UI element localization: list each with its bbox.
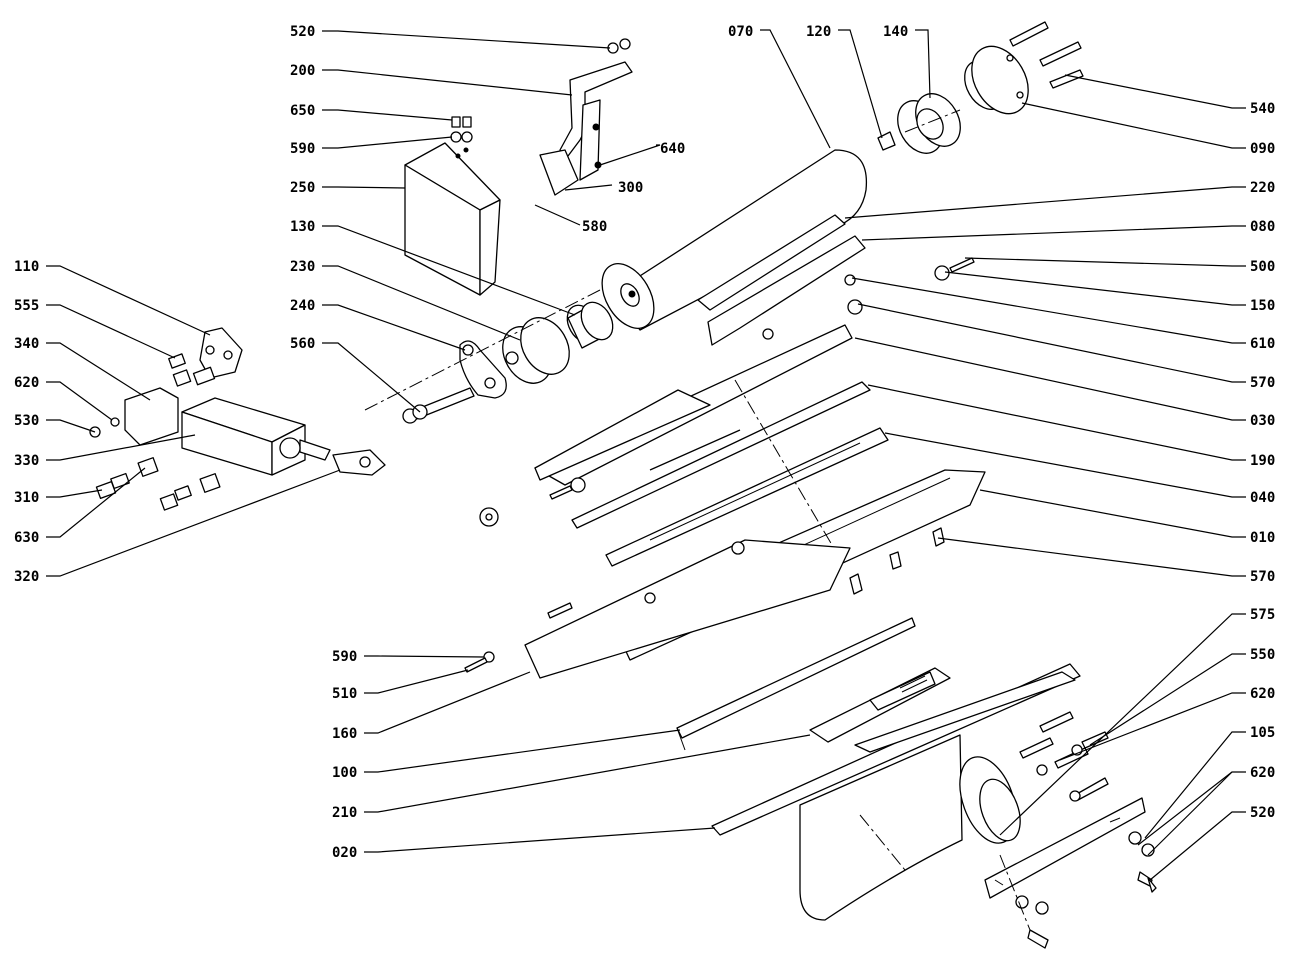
- callout-310: 310: [14, 490, 39, 506]
- bolts-540: [1009, 21, 1084, 89]
- hub-230: [502, 317, 570, 384]
- cover-box-250: [404, 142, 501, 296]
- callout-210: 210: [332, 805, 357, 821]
- callout-110: 110: [14, 259, 39, 275]
- plate-030: [534, 324, 853, 500]
- parts-artwork: [89, 21, 1157, 949]
- callout-190: 190: [1250, 453, 1275, 469]
- callout-250: 250: [290, 180, 315, 196]
- callout-620-right-b: 620: [1250, 765, 1275, 781]
- callout-120: 120: [806, 24, 831, 40]
- callout-030: 030: [1250, 413, 1275, 429]
- callout-630: 630: [14, 530, 39, 546]
- callout-130: 130: [290, 219, 315, 235]
- chute-020: [711, 663, 1081, 921]
- callout-150: 150: [1250, 298, 1275, 314]
- bolts-lower: [1015, 831, 1157, 949]
- bolts-575-550: [1019, 711, 1109, 802]
- washers-150-610: [762, 257, 975, 340]
- bracket-110: [199, 327, 243, 379]
- clevis-320: [332, 449, 386, 476]
- callout-320: 320: [14, 569, 39, 585]
- bracket-200: [539, 38, 633, 196]
- callout-570-b: 570: [1250, 569, 1275, 585]
- leader-lines: [46, 29, 1246, 881]
- callout-540: 540: [1250, 101, 1275, 117]
- callout-590-bottom: 590: [332, 649, 357, 665]
- callout-040: 040: [1250, 490, 1275, 506]
- callout-610: 610: [1250, 336, 1275, 352]
- callout-105: 105: [1250, 725, 1275, 741]
- callout-200: 200: [290, 63, 315, 79]
- centerline-5: [904, 109, 961, 133]
- callout-640: 640: [660, 141, 685, 157]
- callout-500: 500: [1250, 259, 1275, 275]
- callout-570-a: 570: [1250, 375, 1275, 391]
- callout-590-top: 590: [290, 141, 315, 157]
- callout-520-top: 520: [290, 24, 315, 40]
- nuts-650-590: [450, 116, 473, 143]
- bolts-570: [849, 527, 945, 595]
- callout-620-left: 620: [14, 375, 39, 391]
- callout-580: 580: [582, 219, 607, 235]
- callout-070: 070: [728, 24, 753, 40]
- callout-010: 010: [1250, 530, 1275, 546]
- bearing-130: [566, 301, 614, 349]
- bolt-560: [402, 387, 475, 424]
- callout-300: 300: [618, 180, 643, 196]
- shaft-120-140: [877, 93, 961, 154]
- callout-560: 560: [290, 336, 315, 352]
- callout-020: 020: [332, 845, 357, 861]
- centerline-4: [999, 854, 1031, 931]
- callout-230: 230: [290, 259, 315, 275]
- callout-510: 510: [332, 686, 357, 702]
- callout-140: 140: [883, 24, 908, 40]
- plate-160: [524, 539, 851, 679]
- callout-100: 100: [332, 765, 357, 781]
- fittings: [89, 353, 221, 511]
- cylinder-330: [124, 387, 331, 476]
- plate-190: [571, 381, 871, 529]
- callout-520-bottom: 520: [1250, 805, 1275, 821]
- callout-340: 340: [14, 336, 39, 352]
- callout-555: 555: [14, 298, 39, 314]
- tray-210: [809, 667, 951, 743]
- centerline-3: [859, 814, 906, 871]
- callout-530: 530: [14, 413, 39, 429]
- plate-220-080: [697, 214, 866, 346]
- sheet-100: [676, 617, 916, 751]
- callout-090: 090: [1250, 141, 1275, 157]
- callout-240: 240: [290, 298, 315, 314]
- callout-220: 220: [1250, 180, 1275, 196]
- callout-550: 550: [1250, 647, 1275, 663]
- flange-090: [964, 45, 1029, 115]
- callout-575: 575: [1250, 607, 1275, 623]
- callouts: 110 555 340 620 530 330 310 630 320 520 …: [14, 24, 1275, 861]
- callout-080: 080: [1250, 219, 1275, 235]
- callout-620-right-a: 620: [1250, 686, 1275, 702]
- plate-lower: [984, 797, 1146, 899]
- callout-160: 160: [332, 726, 357, 742]
- callout-650: 650: [290, 103, 315, 119]
- centerline-2: [734, 379, 833, 546]
- roller-070: [601, 149, 868, 331]
- washer-loose-hole: [485, 513, 493, 521]
- callout-330: 330: [14, 453, 39, 469]
